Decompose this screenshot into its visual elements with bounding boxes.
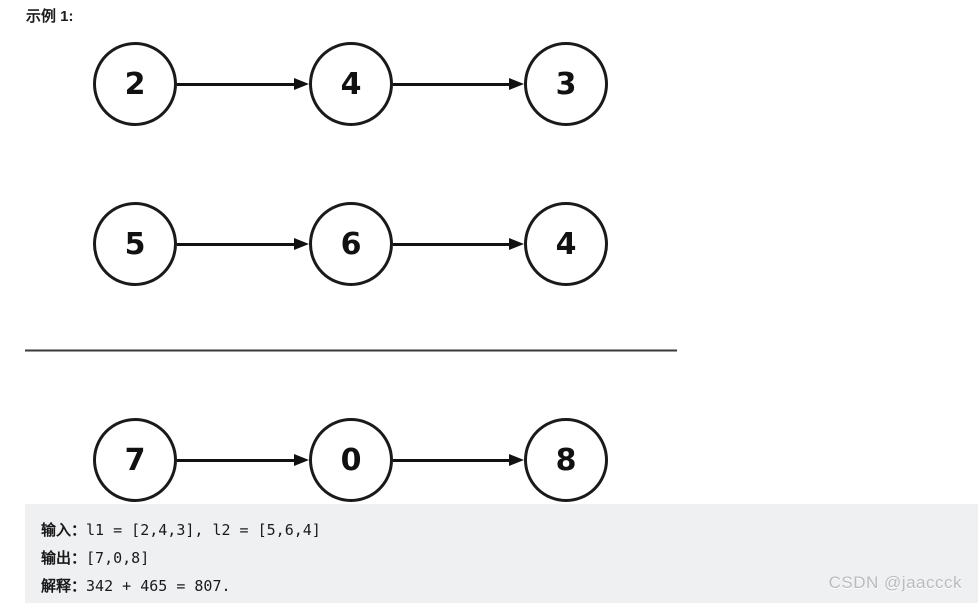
right-arrow-icon bbox=[177, 237, 309, 251]
arrow-head bbox=[509, 78, 524, 90]
arrow-line bbox=[177, 458, 294, 462]
example-code-block: 输入：l1 = [2,4,3], l2 = [5,6,4] 输出：[7,0,8]… bbox=[25, 504, 978, 603]
arrow-head bbox=[294, 78, 309, 90]
node-value: 2 bbox=[124, 66, 146, 102]
linked-list-l1: 2 4 3 bbox=[0, 42, 978, 126]
node-value: 5 bbox=[124, 226, 146, 262]
list-node: 3 bbox=[524, 42, 608, 126]
right-arrow-icon bbox=[393, 237, 524, 251]
node-value: 0 bbox=[340, 442, 362, 478]
arrow-line bbox=[177, 242, 294, 246]
right-arrow-icon bbox=[393, 453, 524, 467]
code-line-label: 解释： bbox=[41, 577, 87, 595]
node-value: 8 bbox=[555, 442, 577, 478]
arrow-head bbox=[294, 238, 309, 250]
arrow-line bbox=[177, 82, 294, 86]
right-arrow-icon bbox=[393, 77, 524, 91]
arrow-line bbox=[393, 458, 509, 462]
list-node: 5 bbox=[93, 202, 177, 286]
watermark: CSDN @jaaccck bbox=[828, 573, 962, 592]
arrow-line bbox=[393, 82, 509, 86]
list-node: 8 bbox=[524, 418, 608, 502]
code-line-label: 输出： bbox=[41, 549, 87, 567]
node-value: 4 bbox=[555, 226, 577, 262]
arrow-head bbox=[294, 454, 309, 466]
linked-list-result: 7 0 8 bbox=[0, 418, 978, 502]
code-line-output: 输出：[7,0,8] bbox=[41, 544, 962, 572]
code-line-text: 342 + 465 = 807. bbox=[86, 577, 231, 595]
code-line-text: l1 = [2,4,3], l2 = [5,6,4] bbox=[86, 521, 321, 539]
arrow-line bbox=[393, 242, 509, 246]
list-node: 6 bbox=[309, 202, 393, 286]
node-value: 4 bbox=[340, 66, 362, 102]
list-node: 4 bbox=[309, 42, 393, 126]
right-arrow-icon bbox=[177, 77, 309, 91]
code-line-text: [7,0,8] bbox=[86, 549, 150, 567]
horizontal-divider bbox=[25, 349, 677, 352]
arrow-head bbox=[509, 238, 524, 250]
list-node: 2 bbox=[93, 42, 177, 126]
right-arrow-icon bbox=[177, 453, 309, 467]
page-title: 示例 1: bbox=[26, 8, 74, 25]
code-line-explanation: 解释：342 + 465 = 807. bbox=[41, 572, 962, 600]
code-line-input: 输入：l1 = [2,4,3], l2 = [5,6,4] bbox=[41, 516, 962, 544]
list-node: 7 bbox=[93, 418, 177, 502]
arrow-head bbox=[509, 454, 524, 466]
list-node: 4 bbox=[524, 202, 608, 286]
list-node: 0 bbox=[309, 418, 393, 502]
node-value: 3 bbox=[555, 66, 577, 102]
linked-list-l2: 5 6 4 bbox=[0, 202, 978, 286]
node-value: 7 bbox=[124, 442, 146, 478]
code-line-label: 输入： bbox=[41, 521, 87, 539]
node-value: 6 bbox=[340, 226, 362, 262]
